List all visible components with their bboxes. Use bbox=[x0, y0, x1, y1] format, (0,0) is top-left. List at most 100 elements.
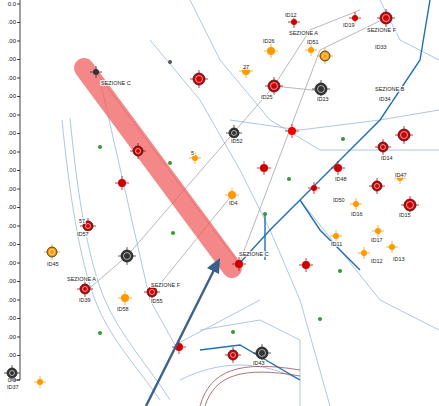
point-dot bbox=[133, 146, 143, 156]
crosshair bbox=[44, 244, 60, 260]
axis-value: .00 bbox=[8, 204, 16, 211]
axis-value: .00 bbox=[8, 93, 16, 100]
point-dot bbox=[267, 47, 275, 55]
crosshair bbox=[308, 182, 320, 194]
point-dot bbox=[229, 128, 239, 138]
point-dot bbox=[302, 261, 310, 269]
point-id: ID17 bbox=[370, 237, 384, 243]
survey-point bbox=[225, 347, 241, 363]
axis-value: .00 bbox=[8, 186, 16, 193]
crosshair bbox=[305, 44, 317, 56]
point-dot bbox=[404, 199, 416, 211]
survey-point bbox=[34, 376, 46, 388]
point-id: ID43 bbox=[252, 360, 266, 366]
axis-value: .00 bbox=[8, 38, 16, 45]
point-ring bbox=[196, 76, 203, 83]
point-ring bbox=[232, 131, 237, 136]
point-id: ID26 bbox=[262, 38, 276, 44]
point-id: ID55 bbox=[150, 298, 164, 304]
channels bbox=[200, 366, 300, 406]
axis-tick bbox=[17, 337, 20, 338]
survey-point bbox=[115, 176, 129, 190]
point-ring bbox=[136, 149, 141, 154]
survey-point bbox=[318, 317, 322, 321]
survey-point bbox=[98, 331, 102, 335]
point-dot bbox=[98, 145, 102, 149]
survey-point bbox=[350, 198, 362, 210]
point-ring bbox=[83, 287, 88, 292]
point-dot bbox=[338, 269, 342, 273]
point-dot bbox=[308, 47, 314, 53]
section-band bbox=[84, 68, 232, 268]
survey-point bbox=[231, 330, 235, 334]
crosshair bbox=[190, 70, 208, 88]
section-label: SEZIONE F bbox=[366, 27, 397, 33]
axis-tick bbox=[17, 281, 20, 282]
crosshair bbox=[257, 161, 271, 175]
crosshair bbox=[331, 161, 345, 175]
axis-value: 0.0 bbox=[8, 1, 16, 8]
arrow-head bbox=[207, 258, 220, 274]
crosshair bbox=[377, 9, 395, 27]
point-ring bbox=[271, 83, 278, 90]
point-dot bbox=[231, 330, 235, 334]
section-label: SEZIONE C bbox=[100, 80, 132, 86]
point-id: ID4 bbox=[228, 200, 239, 206]
section-label: SEZIONE A bbox=[288, 30, 319, 36]
crosshair bbox=[77, 281, 93, 297]
roads bbox=[62, 0, 439, 406]
point-dot bbox=[121, 294, 129, 302]
axis-value: .00 bbox=[8, 334, 16, 341]
point-dot bbox=[398, 129, 410, 141]
crosshair bbox=[386, 241, 398, 253]
point-ring bbox=[401, 132, 408, 139]
crosshair bbox=[375, 139, 391, 155]
point-ring bbox=[318, 86, 325, 93]
axis-tick bbox=[17, 22, 20, 23]
crosshair bbox=[239, 64, 253, 78]
point-id: ID48 bbox=[334, 176, 348, 182]
crosshair bbox=[350, 198, 362, 210]
point-id: ID34 bbox=[378, 96, 392, 102]
crosshair bbox=[232, 257, 246, 271]
point-id: 27 bbox=[242, 64, 250, 70]
axis-value: .00 bbox=[8, 297, 16, 304]
point-ring bbox=[150, 290, 155, 295]
point-id: ID16 bbox=[350, 211, 364, 217]
crosshair bbox=[317, 48, 333, 64]
point-id: ID12 bbox=[284, 12, 298, 18]
survey-point bbox=[77, 281, 93, 297]
survey-point bbox=[190, 70, 208, 88]
point-dot bbox=[378, 142, 388, 152]
point-id: ID50 bbox=[332, 197, 346, 203]
survey-points bbox=[4, 9, 419, 388]
point-dot bbox=[80, 284, 90, 294]
survey-point bbox=[264, 44, 278, 58]
crosshair bbox=[34, 376, 46, 388]
point-dot bbox=[375, 228, 381, 234]
axis-value: .00 bbox=[8, 19, 16, 26]
survey-point bbox=[369, 178, 385, 194]
point-id: ID39 bbox=[78, 297, 92, 303]
survey-point bbox=[331, 161, 345, 175]
axis-value: .00 bbox=[8, 149, 16, 156]
crosshair bbox=[358, 247, 370, 259]
survey-point bbox=[263, 212, 267, 216]
point-ring bbox=[86, 224, 91, 229]
crosshair bbox=[395, 126, 413, 144]
axis-value: .00 bbox=[8, 130, 16, 137]
survey-point bbox=[375, 139, 391, 155]
point-id: 57 bbox=[78, 218, 86, 224]
point-dot bbox=[260, 164, 268, 172]
axis-tick bbox=[17, 355, 20, 356]
point-dot bbox=[147, 287, 157, 297]
point-dot bbox=[380, 12, 392, 24]
axis-value: .00 bbox=[8, 315, 16, 322]
axis-value: .00 bbox=[8, 112, 16, 119]
survey-point bbox=[118, 291, 132, 305]
axis-value: 0.0 bbox=[8, 377, 16, 384]
axis-tick bbox=[17, 300, 20, 301]
survey-point bbox=[358, 247, 370, 259]
point-id: ID15 bbox=[398, 212, 412, 218]
